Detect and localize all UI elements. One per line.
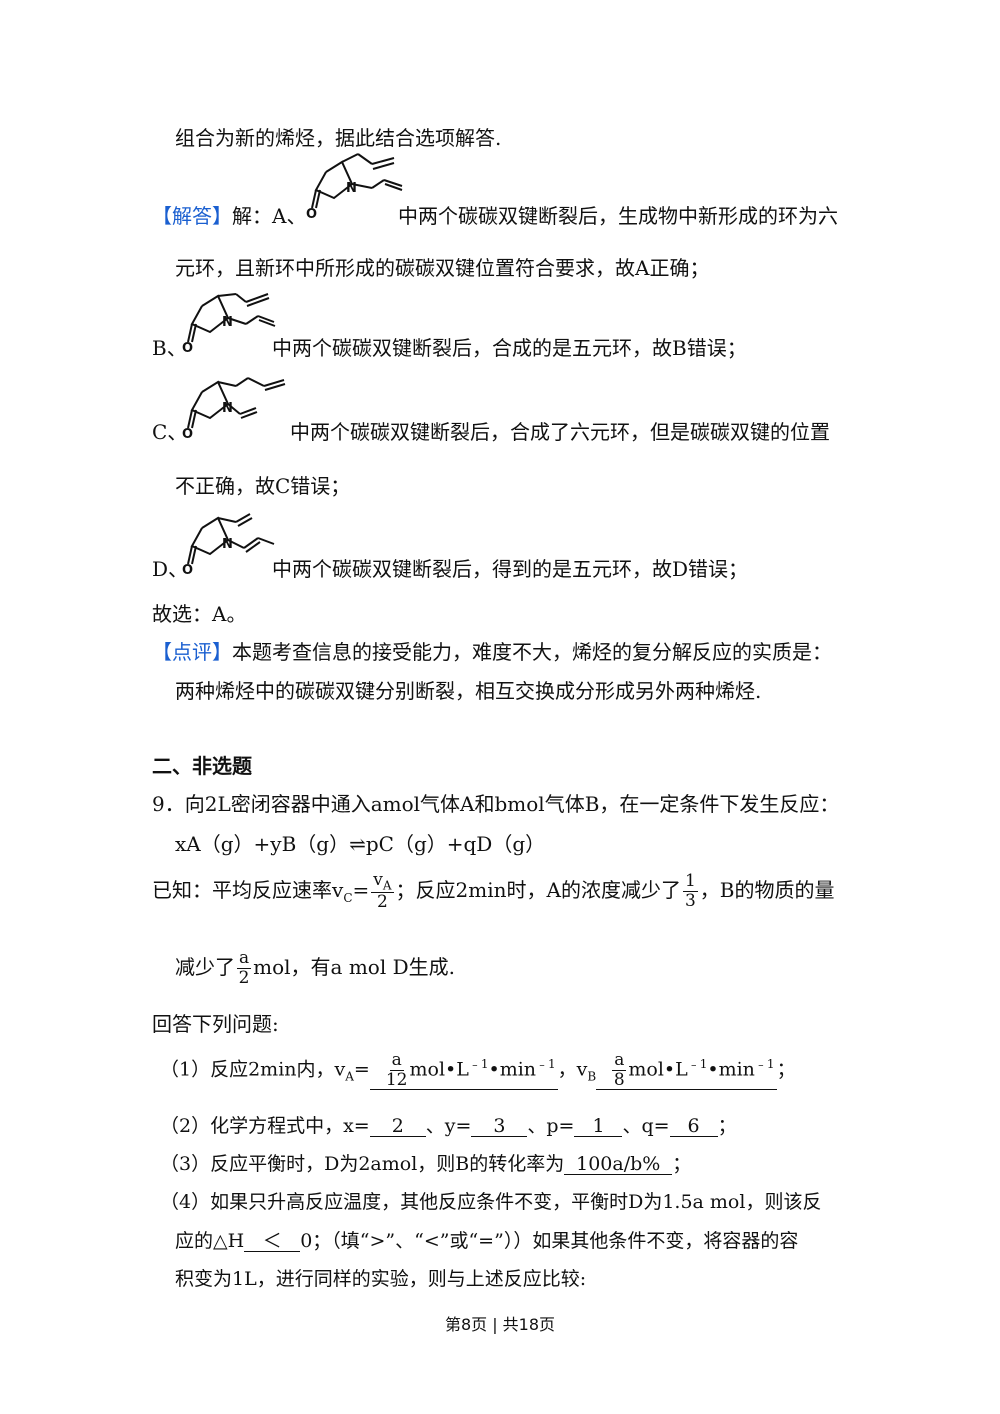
answer-c-text: 中两个碳碳双键断裂后，合成了六元环，但是碳碳双键的位置: [290, 420, 830, 444]
frac3-num: a: [237, 948, 252, 969]
svg-text:O: O: [182, 341, 193, 356]
comment-text2: 两种烯烃中的碳碳双键分别断裂，相互交换成分形成另外两种烯烃.: [175, 679, 762, 703]
frac1-num-sub: A: [382, 878, 392, 893]
answer-q: 6: [669, 1117, 718, 1137]
p2-end: ；: [717, 1115, 737, 1137]
svg-text:O: O: [182, 427, 193, 442]
q-label: 、q=: [622, 1115, 670, 1137]
answer-d-text: 中两个碳碳双键断裂后，得到的是五元环，故D错误；: [272, 557, 749, 581]
known-text-a: 已知：平均反应速率v: [152, 878, 344, 903]
p1-unit: mol•L: [409, 1058, 469, 1081]
answer-choice: 故选：A。: [152, 602, 247, 626]
p1-sup-b: ﹣1: [687, 1057, 708, 1072]
answer-tag: 【解答】: [152, 204, 232, 228]
p4-text2: 0；（填“>”、“<”或“=”））如果其他条件不变，将容器的容: [300, 1230, 799, 1252]
p1-sep: ，v: [557, 1058, 588, 1081]
p1-frac2-num: a: [612, 1050, 627, 1071]
answer-prompt: 回答下列问题:: [152, 1012, 279, 1036]
p1-sup2-b: ﹣1: [754, 1057, 775, 1072]
p1-frac-num: a: [389, 1050, 404, 1071]
y-label: 、y=: [425, 1115, 472, 1137]
answer-d-prefix: D、: [152, 557, 189, 581]
p1-unit2-b: •min: [707, 1058, 755, 1081]
answer-c-text2: 不正确，故C错误；: [175, 474, 351, 498]
svg-text:N: N: [222, 315, 233, 330]
p1-unit2: •min: [488, 1058, 537, 1081]
known-eq: =: [352, 878, 370, 903]
frac3-den: 2: [238, 968, 250, 988]
page-footer: 第8页 | 共18页: [444, 1315, 556, 1334]
known-text-c: ，B的物质的量: [699, 878, 835, 903]
section-title: 二、非选题: [152, 754, 252, 778]
answer-a-line: 【解答】解：A、: [152, 206, 306, 226]
q9-stem: 9．向2L密闭容器中通入amol气体A和bmol气体B，在一定条件下发生反应：: [152, 792, 840, 816]
molecule-a-structure: NO: [306, 153, 403, 222]
answer-b-prefix: B、: [152, 336, 187, 360]
frac1-den: 2: [376, 892, 388, 913]
reduce-text-a: 减少了: [175, 955, 235, 979]
answer-a-text: 中两个碳碳双键断裂后，生成物中新形成的环为六: [398, 204, 838, 228]
p1-sup2: ﹣1: [536, 1057, 556, 1072]
comment-line: 【点评】本题考查信息的接受能力，难度不大，烯烃的复分解反应的实质是：: [152, 642, 832, 662]
q9-part4-line2: 应的△H＜0；（填“>”、“<”或“=”））如果其他条件不变，将容器的容: [175, 1232, 798, 1252]
p1-end: ；: [776, 1058, 796, 1081]
p1-frac-den: 12: [385, 1070, 408, 1090]
known-text-b: ；反应2min时，A的浓度减少了: [395, 878, 681, 903]
p1-sub-a: A: [345, 1069, 354, 1084]
p2-text: （2）化学方程式中，x=: [160, 1115, 370, 1137]
molecule-c-structure: NO: [182, 377, 286, 442]
frac2-den: 3: [684, 891, 696, 912]
p1-sub-b: B: [587, 1069, 597, 1084]
answer-b-text: 中两个碳碳双键断裂后，合成的是五元环，故B错误；: [272, 336, 747, 360]
comment-text: 本题考查信息的接受能力，难度不大，烯烃的复分解反应的实质是：: [232, 640, 832, 664]
answer-y: 3: [471, 1117, 528, 1137]
answer-conversion: 100a/b%: [564, 1155, 673, 1175]
q9-part4-line3: 积变为1L，进行同样的实验，则与上述反应比较:: [175, 1268, 587, 1290]
svg-text:N: N: [346, 181, 357, 196]
svg-text:O: O: [182, 563, 193, 578]
answer-x: 2: [369, 1117, 426, 1137]
p-label: 、p=: [527, 1115, 575, 1137]
answer-a-prefix: 解：A、: [232, 204, 307, 228]
p3-text: （3）反应平衡时，D为2amol，则B的转化率为: [160, 1153, 565, 1175]
p1-eq: =: [353, 1058, 370, 1081]
p1-frac2-den: 8: [613, 1070, 625, 1090]
reduce-text-b: mol，有a mol D生成.: [253, 955, 455, 979]
p1-text: （1）反应2min内，v: [160, 1058, 346, 1081]
p1-sup: ﹣1: [468, 1057, 489, 1072]
svg-text:N: N: [222, 401, 233, 416]
frac1-num: v: [373, 870, 383, 890]
known-sub: C: [343, 891, 353, 906]
q9-part2: （2）化学方程式中，x=2、y=3、p=1、q=6；: [160, 1117, 737, 1137]
p4-text: 应的△H: [175, 1230, 245, 1252]
answer-p: 1: [574, 1117, 623, 1137]
comment-tag: 【点评】: [152, 640, 232, 664]
answer-a-text2: 元环，且新环中所形成的碳碳双键位置符合要求，故A正确；: [175, 256, 710, 280]
p3-end: ；: [672, 1153, 692, 1175]
svg-text:O: O: [306, 207, 317, 222]
q9-reaction: xA（g）+yB（g）⇌pC（g）+qD（g）: [175, 832, 546, 856]
molecule-b-structure: NO: [182, 293, 276, 356]
svg-text:N: N: [222, 537, 233, 552]
answer-c-prefix: C、: [152, 420, 188, 444]
p1-unit-b: mol•L: [628, 1058, 688, 1081]
q9-part4-line1: （4）如果只升高反应温度，其他反应条件不变，平衡时D为1.5a mol，则该反: [160, 1191, 822, 1213]
answer-delta-h: ＜: [244, 1232, 301, 1252]
intro-line: 组合为新的烯烃，据此结合选项解答.: [175, 126, 502, 150]
frac2-num: 1: [682, 871, 698, 893]
molecule-d-structure: NO: [182, 513, 275, 578]
